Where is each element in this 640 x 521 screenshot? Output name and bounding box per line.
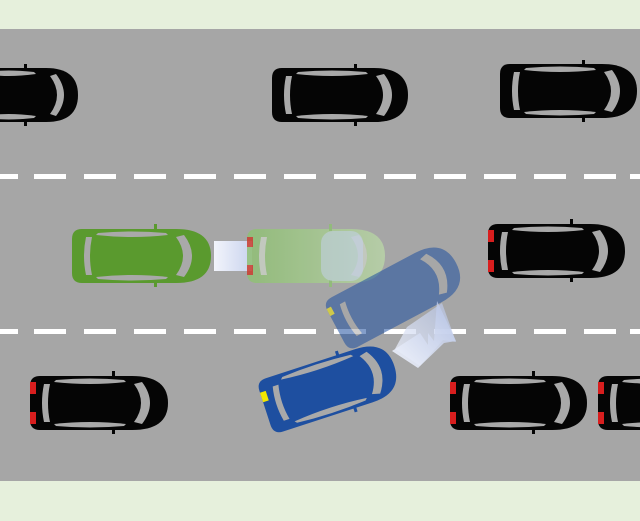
traffic-car-top-middle bbox=[272, 64, 408, 126]
blue-car-lane-change-ghost bbox=[325, 247, 461, 349]
blue-car bbox=[258, 346, 397, 433]
green-car-future-ghost bbox=[247, 224, 385, 287]
lane-divider-upper bbox=[0, 174, 640, 179]
green-car bbox=[72, 224, 211, 287]
traffic-car-middle-right bbox=[488, 219, 625, 282]
forward-move-arrow-icon bbox=[214, 241, 252, 271]
traffic-car-bottom-left bbox=[30, 371, 168, 434]
blue-car-indicator bbox=[260, 390, 269, 403]
traffic-car-top-left bbox=[0, 64, 78, 126]
traffic-car-bottom-center-right bbox=[450, 371, 587, 434]
traffic-car-bottom-far-right bbox=[598, 376, 640, 430]
bottom-verge bbox=[0, 481, 640, 521]
traffic-car-top-right bbox=[500, 60, 637, 122]
top-verge bbox=[0, 0, 640, 29]
lane-change-arrow-head bbox=[395, 303, 456, 366]
